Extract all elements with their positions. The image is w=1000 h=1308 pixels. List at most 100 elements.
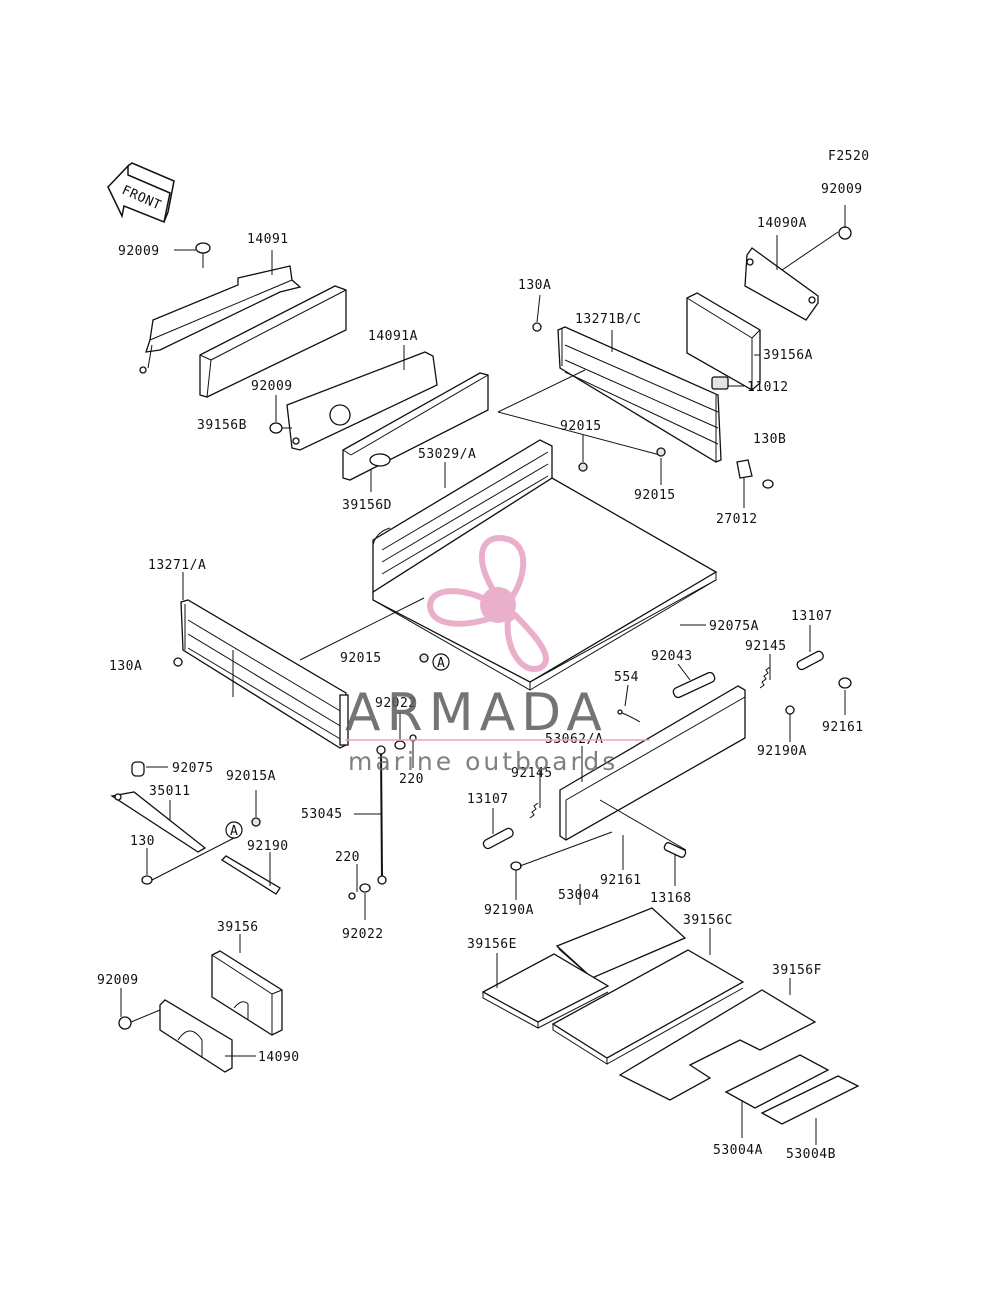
label-13107: 13107 [467,792,509,807]
label-39156D: 39156D [342,498,392,513]
part-labels: 92009 14091 14090A 92009 130A 13271B/C 1… [97,182,864,1162]
gate-13271B-C [557,326,722,463]
hinge-27012 [736,459,774,489]
label-92161: 92161 [600,873,642,888]
label-92009: 92009 [821,182,863,197]
mat-39156E [481,953,610,1029]
pad-39156D [342,372,489,481]
side-cover-14091A [286,351,438,451]
tailgate-53062-A [559,685,746,841]
label-39156: 39156 [217,920,259,935]
cable-554 [617,709,641,723]
bolt-130A-top [532,322,542,332]
label-92190A: 92190A [484,903,534,918]
label-13271-A: 13271/A [148,558,206,573]
label-92015: 92015 [634,488,676,503]
figure-code: F2520 [828,149,870,164]
nut-92015-c [419,653,429,663]
label-92009: 92009 [97,973,139,988]
bolt-92009-top [195,242,211,268]
label-14091: 14091 [247,232,289,247]
front-arrow-icon: FRONT [107,162,175,224]
spring-92145-right [759,666,771,689]
bracket-35011 [110,791,207,853]
label-14090A: 14090A [757,216,807,231]
propeller-logo-icon [426,535,549,672]
nut-92015-b [656,447,666,457]
cap-92075 [131,761,145,777]
bolt-92009-mid [269,422,292,434]
label-13107: 13107 [791,609,833,624]
mat-53004 [555,907,687,981]
label-14090: 14090 [258,1050,300,1065]
svg-text:A: A [437,656,445,671]
nut-92015-a [578,462,588,472]
mat-53004B [760,1075,860,1125]
label-130A: 130A [109,659,142,674]
label-92009: 92009 [118,244,160,259]
label-92015: 92015 [560,419,602,434]
label-39156B: 39156B [197,418,247,433]
label-39156E: 39156E [467,937,517,952]
label-92075: 92075 [172,761,214,776]
bolt-92009-bottom [118,1009,161,1030]
label-39156C: 39156C [683,913,733,928]
label-92009: 92009 [251,379,293,394]
washer-92022-bottom [359,883,371,893]
pad-39156B [199,285,347,398]
pin-92190A-left [510,861,522,871]
watermark-tagline: marine outboards [348,747,618,776]
rod-53045 [376,745,387,885]
clip-11012 [711,376,729,390]
pin-13107-left [482,827,514,850]
label-39156A: 39156A [763,348,813,363]
watermark-brand: ARMADA [345,683,608,743]
bolt-92009-right [838,205,852,240]
leader-lines [120,231,846,1145]
label-27012: 27012 [716,512,758,527]
bolt-130A-left [173,657,183,667]
label-53029-A: 53029/A [418,447,476,462]
label-130: 130 [130,834,155,849]
nut-92015A [251,817,261,827]
label-11012: 11012 [747,380,789,395]
cargo-bed-53029-A [372,439,718,691]
mat-53004A [724,1054,830,1109]
mat-39156F [618,989,817,1101]
label-35011: 35011 [149,784,191,799]
label-53004A: 53004A [713,1143,763,1158]
washer-92161-right [838,677,852,689]
label-39156F: 39156F [772,963,822,978]
label-53004B: 53004B [786,1147,836,1162]
pin-13107-right [796,650,824,671]
cover-14090 [159,999,233,1073]
label-92145: 92145 [745,639,787,654]
label-92075A: 92075A [709,619,759,634]
label-14091A: 14091A [368,329,418,344]
label-53004: 53004 [558,888,600,903]
bolt-13168 [663,842,687,858]
gate-13271-A [180,599,349,749]
label-92015: 92015 [340,651,382,666]
side-cover-14091 [139,265,302,374]
label-13271B-C: 13271B/C [575,312,642,327]
pin-92043 [672,671,716,699]
pad-39156 [211,950,283,1036]
bolt-130 [141,875,153,885]
label-92022: 92022 [375,696,417,711]
pad-39156A [686,292,761,391]
mat-39156C [551,949,745,1065]
label-13168: 13168 [650,891,692,906]
watermark: ARMADA marine outboards [345,535,650,776]
label-220: 220 [399,772,424,787]
label-130B: 130B [753,432,786,447]
svg-text:A: A [230,824,238,839]
label-92161: 92161 [822,720,864,735]
ref-mark-a-2: A [225,821,243,839]
label-92022: 92022 [342,927,384,942]
label-92145: 92145 [511,766,553,781]
side-cover-14090A [744,247,819,321]
label-92190A: 92190A [757,744,807,759]
label-554: 554 [614,670,639,685]
label-130A: 130A [518,278,551,293]
